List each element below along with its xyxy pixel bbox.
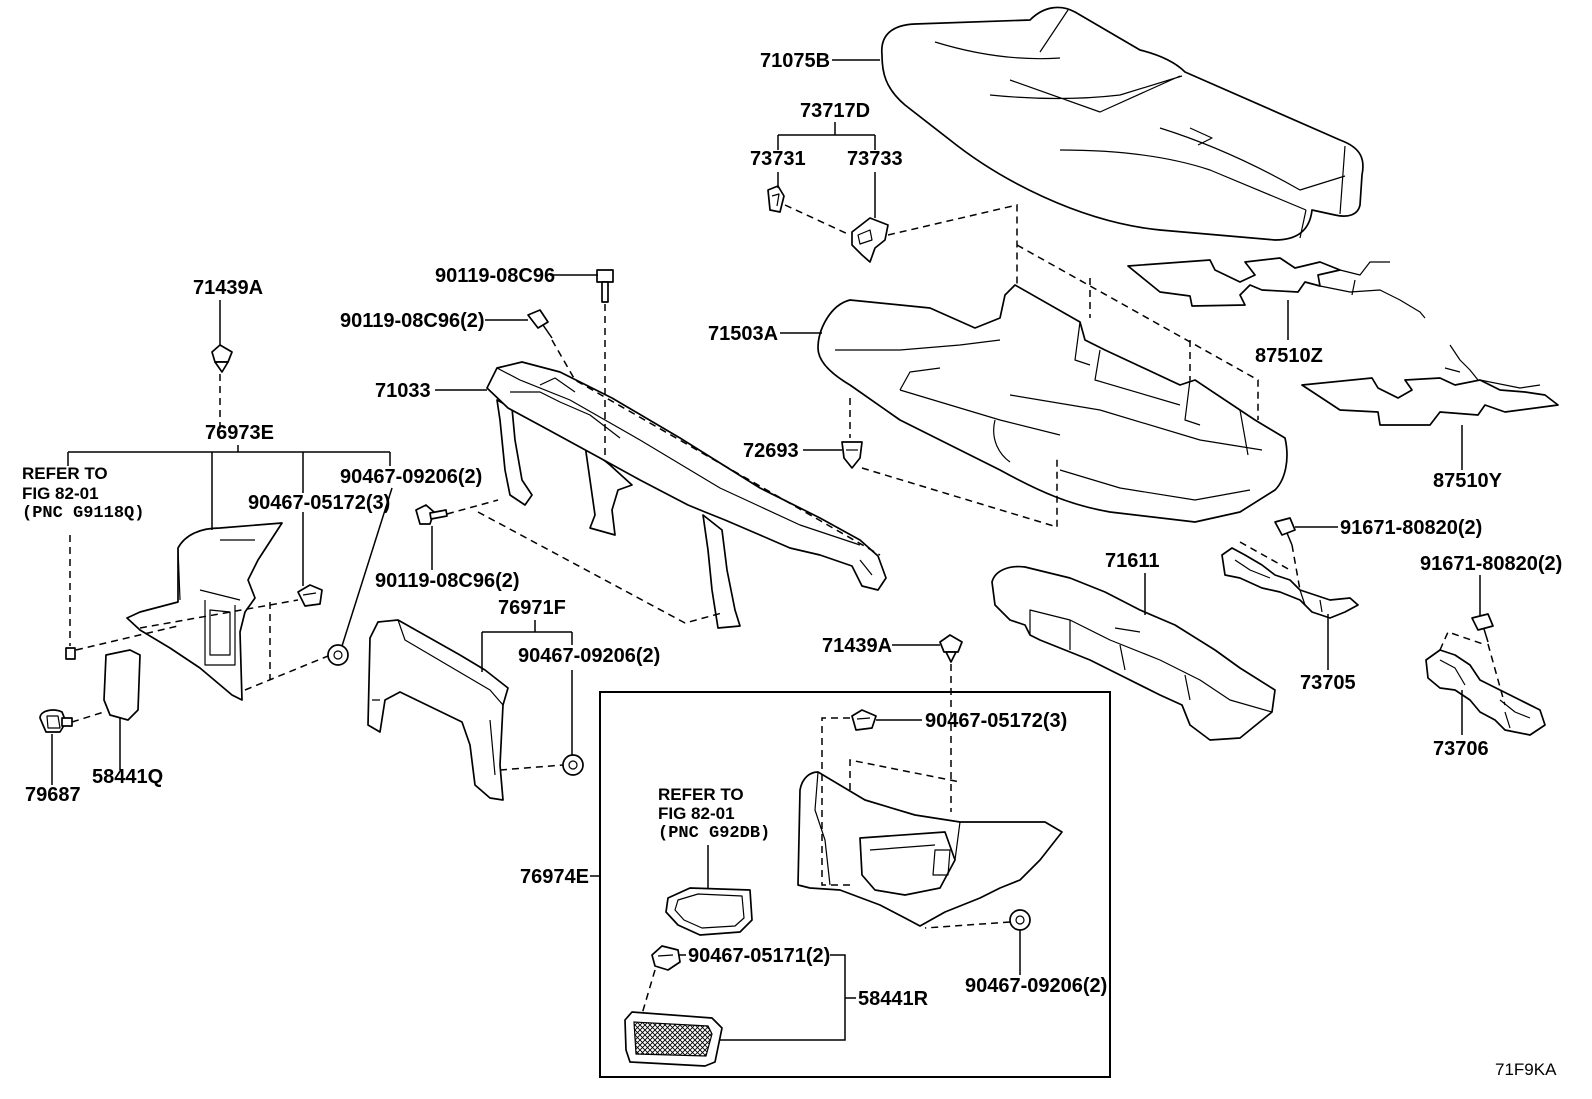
part-91671-80820-a xyxy=(1274,517,1296,546)
callout-90467-09206-left: 90467-09206(2) xyxy=(340,466,482,488)
part-76974E xyxy=(797,771,1063,927)
callout-76974E: 76974E xyxy=(520,866,589,888)
callout-73717D: 73717D xyxy=(800,100,870,122)
part-90467-05171 xyxy=(651,945,681,971)
callout-73706: 73706 xyxy=(1433,738,1489,760)
part-73733 xyxy=(851,217,889,263)
callout-58441R: 58441R xyxy=(858,988,929,1010)
assembly-dashed-lines xyxy=(69,204,1506,1015)
part-90119-08C96 xyxy=(596,269,614,303)
callout-71611: 71611 xyxy=(1105,550,1160,572)
part-58441Q xyxy=(103,649,141,721)
part-79687 xyxy=(39,709,73,733)
part-71611 xyxy=(991,565,1276,741)
callout-90467-09206-mid: 90467-09206(2) xyxy=(518,645,660,667)
callout-90467-09206-box: 90467-09206(2) xyxy=(965,975,1107,997)
refer-note-inset: REFER TO FIG 82-01 (PNC G92DB) xyxy=(658,785,770,843)
callout-91671-80820-b: 91671-80820(2) xyxy=(1420,553,1562,575)
part-87510Z xyxy=(1127,257,1426,319)
part-73705 xyxy=(1221,547,1359,619)
part-90119-08C96-2-upper xyxy=(527,309,553,339)
part-73731 xyxy=(767,185,785,213)
callout-87510Y: 87510Y xyxy=(1433,470,1503,492)
part-90119-08C96-2-lower xyxy=(415,504,448,525)
part-76971F xyxy=(367,619,509,801)
callout-71033: 71033 xyxy=(375,380,431,402)
callout-76973E: 76973E xyxy=(205,422,274,444)
callout-87510Z: 87510Z xyxy=(1255,345,1323,367)
part-gasket-refer xyxy=(665,887,753,936)
callout-71439A-left: 71439A xyxy=(193,277,263,299)
refer-note-line2: FIG 82-01 xyxy=(658,804,735,823)
part-71503A xyxy=(817,284,1288,523)
figure-code: 71F9KA xyxy=(1495,1060,1557,1079)
callout-90467-05172-left: 90467-05172(3) xyxy=(248,492,390,514)
part-90467-05172-box xyxy=(851,709,877,731)
callout-73731: 73731 xyxy=(750,148,806,170)
callout-76971F: 76971F xyxy=(498,597,566,619)
parts xyxy=(39,6,1559,1067)
refer-note-line1: REFER TO xyxy=(22,464,108,483)
part-91671-80820-b xyxy=(1471,613,1494,643)
part-76973E xyxy=(126,522,283,701)
part-87510Y xyxy=(1301,344,1559,426)
refer-note-line2: FIG 82-01 xyxy=(22,484,99,503)
callout-90467-05172-box: 90467-05172(3) xyxy=(925,710,1067,732)
callout-90119-08C96-2-lower: 90119-08C96(2) xyxy=(375,570,520,592)
callout-58441Q: 58441Q xyxy=(92,766,163,788)
callout-90467-05171: 90467-05171(2) xyxy=(688,945,830,967)
leader-lines xyxy=(51,59,1481,1041)
part-71075B xyxy=(881,6,1364,241)
callout-73705: 73705 xyxy=(1300,672,1356,694)
refer-marker-square xyxy=(65,647,76,660)
callout-71439A-mid: 71439A xyxy=(822,635,892,657)
part-90467-09206-left xyxy=(327,644,349,666)
refer-note-line3: (PNC G92DB) xyxy=(658,824,770,843)
part-71033 xyxy=(486,361,887,629)
callout-73733: 73733 xyxy=(847,148,903,170)
callout-91671-80820-a: 91671-80820(2) xyxy=(1340,517,1482,539)
callout-71075B: 71075B xyxy=(760,50,830,72)
refer-note-line1: REFER TO xyxy=(658,785,744,804)
part-73706 xyxy=(1425,649,1546,736)
part-71439A-mid xyxy=(939,634,963,663)
callout-90119-08C96: 90119-08C96 xyxy=(435,265,555,287)
callout-72693: 72693 xyxy=(743,440,799,462)
callout-90119-08C96-2-upper: 90119-08C96(2) xyxy=(340,310,485,332)
callout-79687: 79687 xyxy=(25,784,81,806)
refer-note-left: REFER TO FIG 82-01 (PNC G9118Q) xyxy=(22,464,144,523)
part-90467-09206-mid xyxy=(562,754,584,776)
part-90467-09206-box xyxy=(1009,909,1031,931)
part-90467-05172-left xyxy=(297,584,323,607)
refer-note-line3: (PNC G9118Q) xyxy=(22,504,144,523)
part-72693 xyxy=(841,441,863,469)
inset-box xyxy=(599,691,1111,1078)
part-71439A-left xyxy=(211,344,233,373)
part-58441R xyxy=(624,1011,723,1067)
callout-71503A: 71503A xyxy=(708,323,778,345)
callout-labels: 71075B 73717D 73731 73733 71439A 90119-0… xyxy=(25,50,1562,1010)
